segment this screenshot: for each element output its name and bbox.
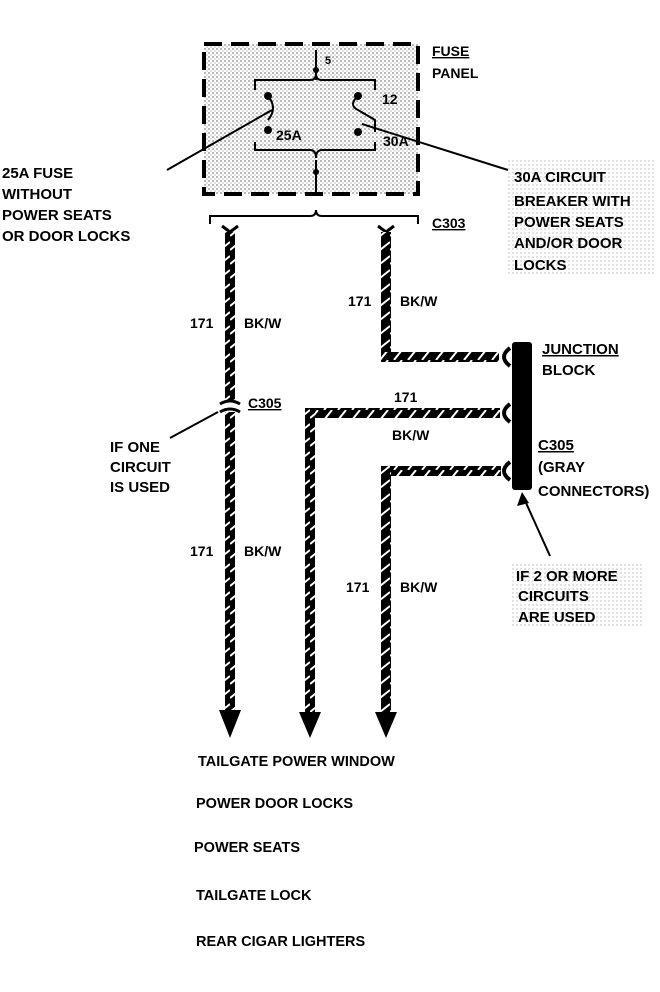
one-circuit-callout-line [169, 411, 219, 439]
svg-text:(GRAY: (GRAY [538, 459, 585, 476]
wire-upper-circuit: 171 [348, 293, 372, 309]
c303-label: C303 [432, 215, 466, 231]
destination-item: TAILGATE LOCK [196, 888, 312, 904]
svg-text:25A FUSE: 25A FUSE [2, 165, 73, 182]
svg-text:IS USED: IS USED [110, 479, 170, 496]
terminal-12-label: 12 [382, 91, 398, 107]
breaker-note: 30A CIRCUIT BREAKER WITH POWER SEATS AND… [514, 169, 631, 274]
svg-text:CONNECTORS): CONNECTORS) [538, 483, 649, 500]
fuse-25a-note: 25A FUSE WITHOUT POWER SEATS OR DOOR LOC… [2, 165, 130, 245]
junction-block [502, 342, 532, 490]
wire-middle [299, 408, 500, 738]
wire-lower-circuit: 171 [346, 579, 370, 595]
svg-text:CIRCUIT: CIRCUIT [110, 459, 171, 476]
svg-text:OR DOOR LOCKS: OR DOOR LOCKS [2, 228, 130, 245]
destination-list: TAILGATE POWER WINDOW POWER DOOR LOCKS P… [194, 754, 395, 950]
svg-text:WITHOUT: WITHOUT [2, 186, 72, 203]
destination-item: POWER SEATS [194, 840, 300, 856]
svg-text:POWER SEATS: POWER SEATS [2, 207, 112, 224]
wire-lower-color: BK/W [400, 579, 438, 595]
destination-item: TAILGATE POWER WINDOW [198, 754, 395, 770]
wire-middle-circuit: 171 [394, 389, 418, 405]
svg-text:BLOCK: BLOCK [542, 362, 595, 379]
breaker-callout-line [361, 123, 509, 171]
svg-text:AND/OR DOOR: AND/OR DOOR [514, 235, 623, 252]
wire-lower-right [375, 466, 501, 738]
wire-left-circuit: 171 [190, 315, 214, 331]
svg-text:JUNCTION: JUNCTION [542, 341, 619, 358]
fuse-callout-line [166, 109, 273, 171]
wire-left-circuit-2: 171 [190, 543, 214, 559]
two-circuit-callout-arrow [517, 492, 529, 506]
terminal-5-label: 5 [325, 55, 331, 67]
wire-middle-color: BK/W [392, 427, 430, 443]
breaker-note-box [508, 160, 656, 276]
two-circuit-note-box [510, 562, 644, 628]
fuse-panel-label-2: PANEL [432, 65, 479, 81]
destination-item: POWER DOOR LOCKS [196, 796, 353, 812]
svg-text:IF ONE: IF ONE [110, 439, 160, 456]
destination-item: REAR CIGAR LIGHTERS [196, 934, 366, 950]
two-circuit-callout-line [521, 493, 551, 557]
svg-text:IF 2 OR MORE: IF 2 OR MORE [516, 568, 618, 585]
svg-text:BREAKER WITH: BREAKER WITH [514, 193, 631, 210]
one-circuit-note: IF ONE CIRCUIT IS USED [110, 439, 171, 496]
svg-text:LOCKS: LOCKS [514, 257, 567, 274]
junction-block-label: JUNCTION BLOCK [542, 341, 619, 379]
c305-block-label: C305 (GRAY CONNECTORS) [538, 437, 649, 500]
c303-brace [209, 209, 419, 224]
svg-text:POWER SEATS: POWER SEATS [514, 214, 624, 231]
fuse-25a-label: 25A [276, 127, 302, 143]
svg-text:CIRCUITS: CIRCUITS [518, 588, 589, 605]
svg-text:30A CIRCUIT: 30A CIRCUIT [514, 169, 606, 186]
wire-left [219, 224, 241, 738]
fuse-panel [202, 42, 420, 196]
c305-inline-label: C305 [248, 395, 282, 411]
svg-text:C305: C305 [538, 437, 574, 454]
two-circuit-note: IF 2 OR MORE CIRCUITS ARE USED [516, 568, 618, 626]
wire-left-color-2: BK/W [244, 543, 282, 559]
svg-text:ARE USED: ARE USED [518, 609, 596, 626]
wire-left-color: BK/W [244, 315, 282, 331]
fuse-panel-label: FUSE [432, 43, 469, 59]
wire-upper-color: BK/W [400, 293, 438, 309]
wire-upper-right [377, 224, 499, 362]
